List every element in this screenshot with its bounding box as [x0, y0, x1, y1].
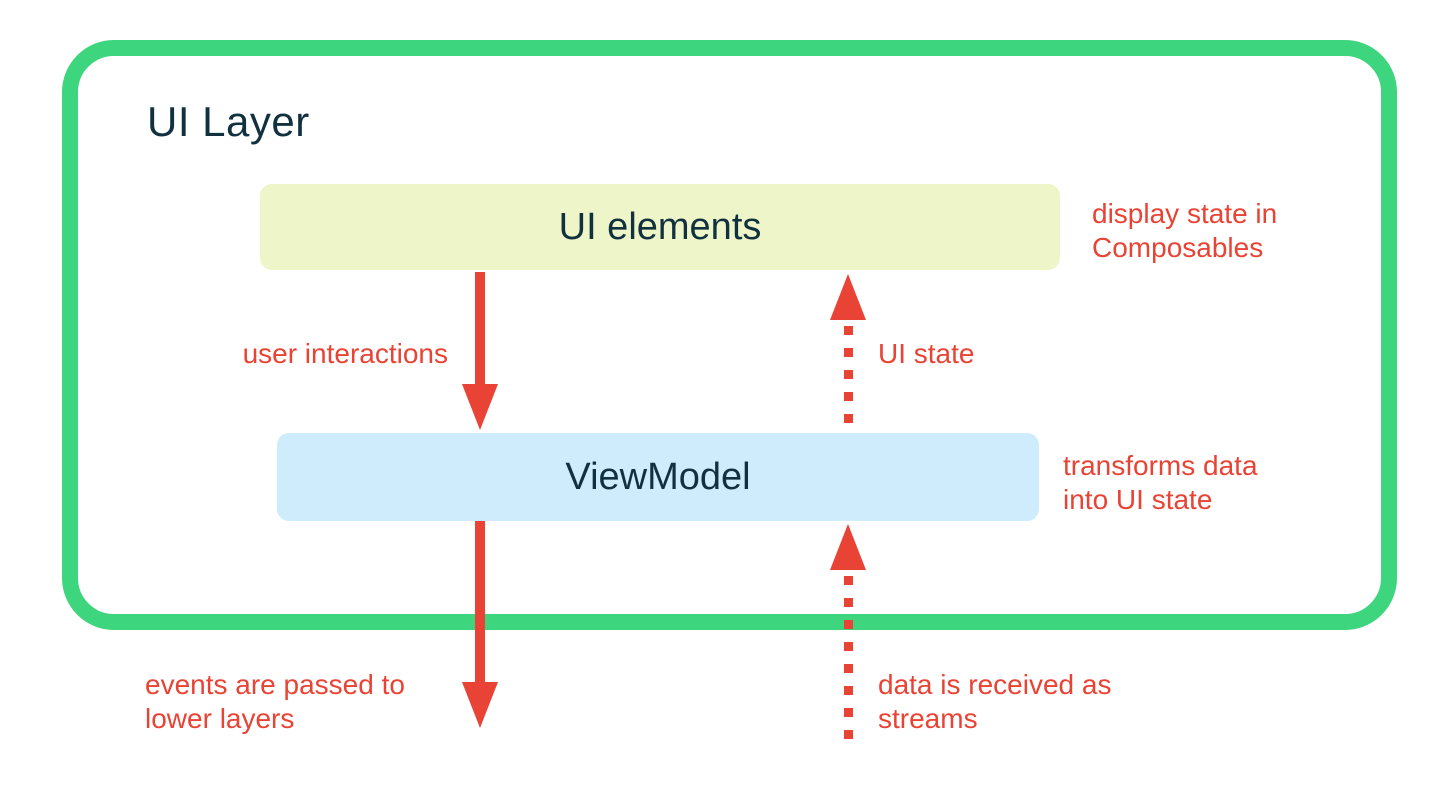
ui-state-arrow-shaft — [844, 326, 853, 432]
data-streams-label: data is received as streams — [878, 669, 1112, 734]
user-interactions-arrowhead-icon — [462, 384, 498, 430]
ui-elements-box: UI elements — [260, 184, 1060, 270]
viewmodel-annotation: transforms data into UI state — [1063, 450, 1258, 515]
user-interactions-label: user interactions — [242, 338, 448, 369]
ui-state-label: UI state — [878, 338, 975, 369]
ui-elements-annotation: display state in Composables — [1092, 198, 1278, 263]
ui-layer-container — [62, 40, 1397, 630]
ui-state-arrowhead-icon — [830, 274, 866, 320]
ui-layer-title: UI Layer — [147, 98, 310, 145]
data-streams-arrowhead-icon — [830, 524, 866, 570]
viewmodel-label: ViewModel — [565, 455, 751, 498]
data-streams-arrow-shaft — [844, 576, 853, 742]
ui-elements-label: UI elements — [558, 205, 762, 248]
events-arrowhead-icon — [462, 682, 498, 728]
events-label: events are passed to lower layers — [145, 669, 405, 734]
user-interactions-arrow-shaft — [475, 272, 485, 384]
viewmodel-box: ViewModel — [277, 433, 1039, 521]
events-arrow-shaft — [475, 521, 485, 682]
